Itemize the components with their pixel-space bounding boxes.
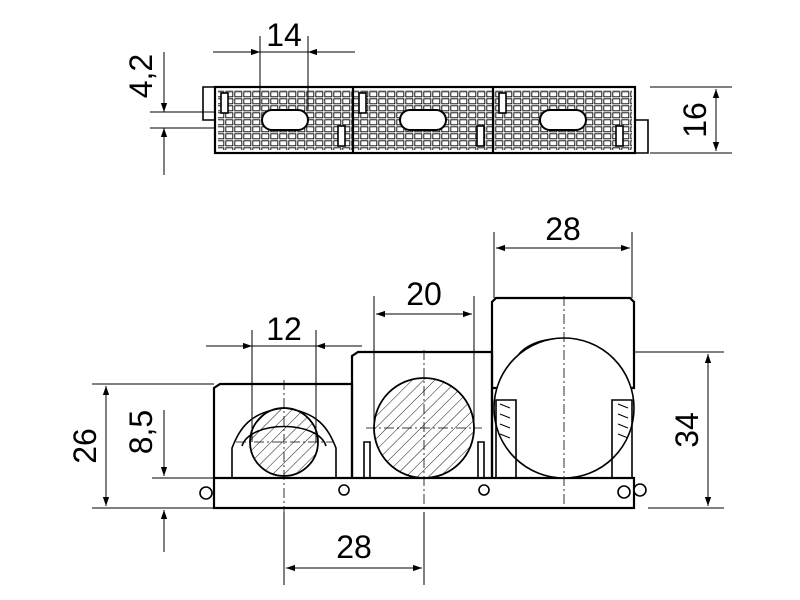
dim-top-thickness: 4,2	[123, 52, 215, 175]
dim-front-small-label: 12	[266, 311, 302, 347]
dim-front-axis: 8,5	[123, 410, 214, 552]
dim-top-height: 16	[650, 86, 732, 154]
connector-pins	[199, 483, 647, 500]
clip-large	[490, 296, 636, 479]
clip-small	[212, 382, 354, 478]
right-tab	[635, 119, 649, 154]
dim-top-thickness-label: 4,2	[123, 54, 159, 98]
left-tab	[202, 86, 215, 121]
dim-front-height-large: 34	[634, 351, 724, 509]
latches	[220, 92, 624, 147]
slots	[261, 109, 587, 131]
dim-front-pitch: 28	[283, 512, 425, 585]
dim-front-small: 12	[206, 311, 362, 442]
dim-front-pitch-label: 28	[336, 529, 372, 565]
dim-top-height-label: 16	[677, 102, 713, 138]
dim-front-height-small-label: 26	[67, 428, 103, 464]
clip-medium	[350, 350, 494, 479]
dim-front-large: 28	[493, 211, 633, 298]
dim-front-medium: 20	[373, 276, 475, 428]
top-view: 14 4,2 16	[123, 17, 732, 175]
dim-front-large-label: 28	[545, 211, 581, 247]
dim-top-width: 14	[213, 17, 355, 110]
dim-front-medium-label: 20	[406, 276, 442, 312]
front-view: 12 20 28 28	[67, 211, 724, 585]
center-lines	[152, 296, 565, 512]
dim-front-axis-label: 8,5	[123, 410, 159, 454]
dim-front-height-large-label: 34	[669, 412, 705, 448]
dim-top-width-label: 14	[266, 17, 302, 53]
